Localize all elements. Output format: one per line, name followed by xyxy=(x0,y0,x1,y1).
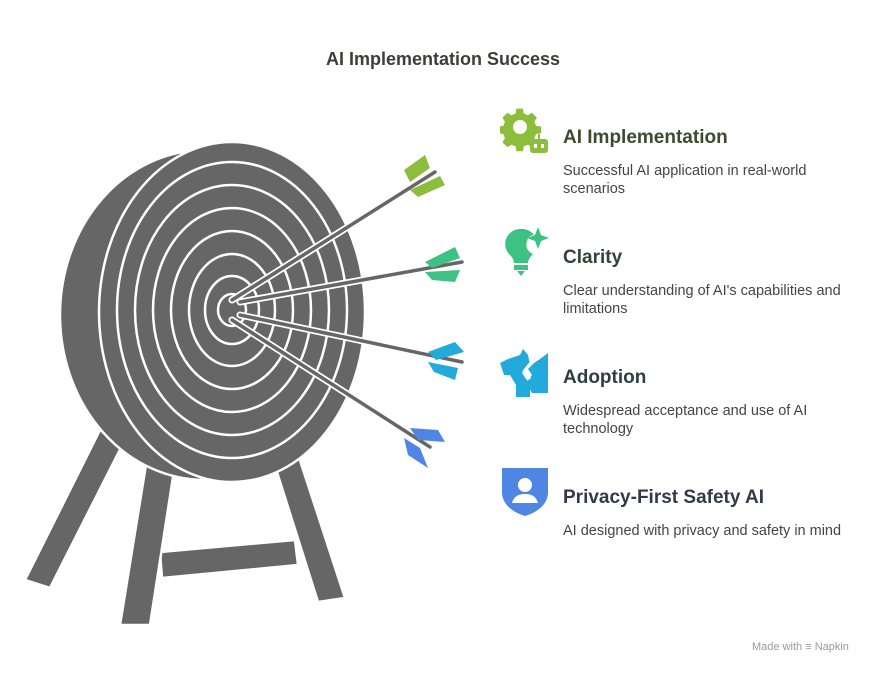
lightbulb-sparkle-icon xyxy=(505,227,549,276)
item-heading: Adoption xyxy=(563,367,647,388)
stand-crossbar xyxy=(158,538,300,580)
item-description: Successful AI application in real-world … xyxy=(563,163,807,197)
shield-user-icon xyxy=(502,468,548,516)
item-description: AI designed with privacy and safety in m… xyxy=(563,523,842,539)
arrow-fletching-2 xyxy=(425,247,460,282)
napkin-logo-icon: ≡ xyxy=(805,641,812,653)
item-description: Widespread acceptance and use of AI tech… xyxy=(563,403,808,437)
handshake-icon xyxy=(500,349,548,397)
made-with-napkin-badge[interactable]: Made with ≡ Napkin xyxy=(752,641,849,653)
made-with-label: Made with xyxy=(752,641,803,653)
target-rings xyxy=(115,160,349,460)
item-description: Clear understanding of AI's capabilities… xyxy=(563,283,841,317)
arrow-fletching-3 xyxy=(428,342,464,380)
target-face xyxy=(97,140,367,484)
item-heading: AI Implementation xyxy=(563,127,728,148)
item-heading: Privacy-First Safety AI xyxy=(563,487,764,508)
item-heading: Clarity xyxy=(563,247,623,268)
arrow-fletching-4 xyxy=(404,428,445,468)
page-title: AI Implementation Success xyxy=(325,49,561,69)
arrow-fletching-1 xyxy=(404,155,445,197)
napkin-brand: Napkin xyxy=(814,641,849,653)
gear-robot-icon xyxy=(500,108,548,153)
